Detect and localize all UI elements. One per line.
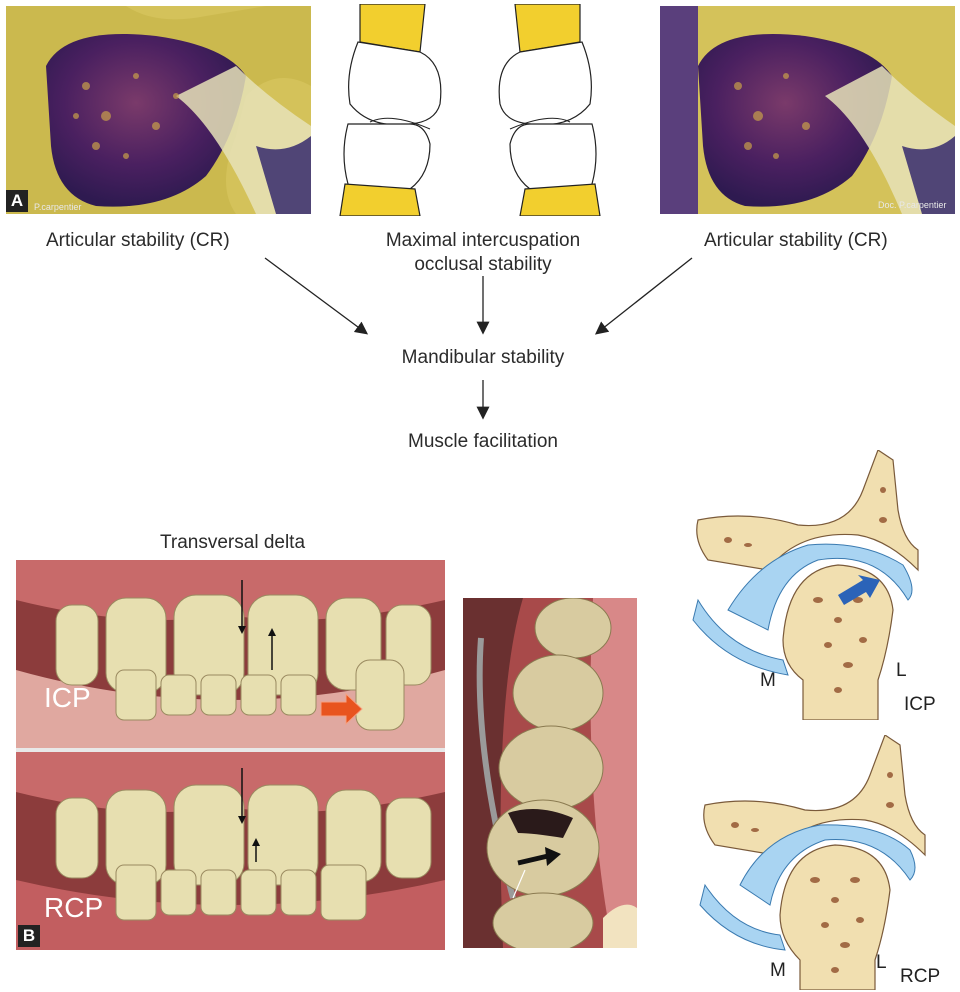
- joint-icp-position: ICP: [904, 694, 936, 716]
- joint-icp-lateral: L: [896, 660, 907, 682]
- joint-rcp-position: RCP: [900, 966, 940, 988]
- joint-diagram-icp: [688, 450, 928, 720]
- molar-contact-photo: [463, 598, 637, 948]
- joint-icp-medial: M: [760, 670, 776, 692]
- icp-photo-label: ICP: [44, 682, 91, 714]
- joint-rcp-lateral: L: [876, 952, 887, 974]
- joint-rcp-medial: M: [770, 960, 786, 982]
- joint-diagram-rcp: [695, 735, 935, 990]
- rcp-photo-label: RCP: [44, 892, 103, 924]
- panel-b-badge: B: [18, 925, 40, 947]
- flow-arrows: [0, 0, 960, 480]
- transversal-delta-title: Transversal delta: [160, 532, 305, 554]
